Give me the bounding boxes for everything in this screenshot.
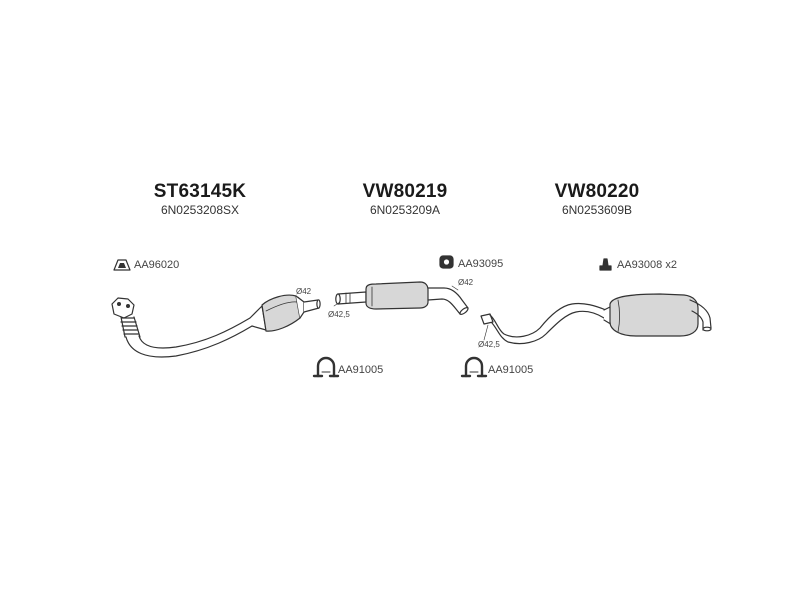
hanger-icon [599,258,612,271]
part-code-middle-silencer: VW80219 [362,181,448,202]
oem-number-catalytic: 6N0253208SX [160,203,240,217]
part-code-rear-silencer: VW80220 [554,181,640,202]
diameter-label-cat-outlet: Ø42 [296,287,312,296]
accessory-label-hanger: AA93008 x2 [617,259,677,271]
gasket-icon [113,259,131,271]
oem-number-middle-silencer: 6N0253209A [369,203,441,217]
diameter-label-mid-inlet: Ø42,5 [328,310,350,319]
oem-number-rear-silencer: 6N0253609B [561,203,633,217]
rubber-mount-icon [439,255,454,269]
part-code-catalytic: ST63145K [153,181,247,202]
catalytic-converter-pipe [111,294,321,358]
middle-silencer [335,281,469,315]
accessory-label-clamp-right: AA91005 [488,364,534,376]
diameter-label-mid-outlet: Ø42 [458,278,474,287]
rear-silencer [480,293,712,345]
accessory-label-clamp-left: AA91005 [338,364,384,376]
accessory-label-gasket: AA96020 [134,259,180,271]
clamp-icon [312,356,340,378]
diameter-label-rear-inlet: Ø42,5 [478,340,500,349]
accessory-label-rubber-mount: AA93095 [458,258,504,270]
clamp-icon [460,356,488,378]
